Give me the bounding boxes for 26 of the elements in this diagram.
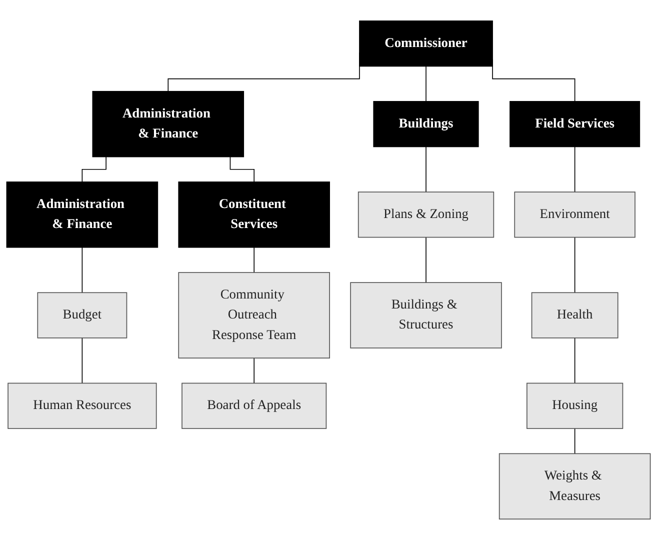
- node-box: Community Outreach Response Team: [178, 272, 330, 358]
- node-box: Field Services: [510, 101, 640, 148]
- node-box: Weights & Measures: [498, 453, 651, 520]
- connector: [230, 156, 255, 182]
- node-box: Buildings & Structures: [350, 282, 502, 348]
- connector: [82, 246, 83, 294]
- connector: [82, 338, 83, 384]
- connector: [254, 246, 255, 273]
- node-box: Human Resources: [8, 382, 157, 429]
- connector: [254, 358, 255, 384]
- node-box: Health: [531, 292, 618, 338]
- node-box: Housing: [526, 382, 624, 429]
- node-box: Buildings: [373, 101, 479, 148]
- node-box: Administration & Finance: [92, 90, 244, 158]
- node-box: Environment: [514, 192, 636, 238]
- connector: [574, 338, 576, 384]
- node-box: Board of Appeals: [182, 382, 327, 429]
- connector: [574, 146, 576, 192]
- node-box: Commissioner: [359, 20, 493, 67]
- node-box: Constituent Services: [178, 182, 330, 248]
- connector: [82, 156, 106, 182]
- connector: [574, 236, 576, 294]
- connector: [574, 428, 576, 454]
- node-box: Budget: [37, 292, 128, 338]
- node-box: Plans & Zoning: [358, 192, 494, 238]
- node-box: Administration & Finance: [6, 182, 158, 248]
